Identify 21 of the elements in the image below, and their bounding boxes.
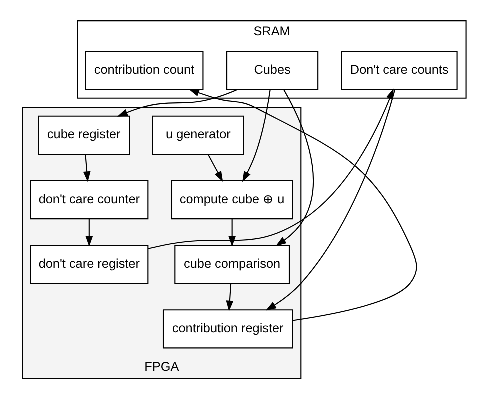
node-box: Cubes bbox=[226, 51, 319, 90]
arrow bbox=[242, 90, 271, 182]
node-box: cube register bbox=[38, 116, 130, 155]
arrow bbox=[276, 90, 314, 246]
node-box: don't care counter bbox=[30, 180, 149, 220]
node-box: contribution register bbox=[162, 310, 294, 349]
arrow bbox=[117, 90, 238, 117]
arrow bbox=[188, 89, 418, 322]
arrow bbox=[86, 219, 94, 247]
node-box: u generator bbox=[152, 116, 244, 155]
node-box: contribution count bbox=[85, 51, 204, 90]
arrow bbox=[148, 88, 394, 250]
node-box: cube comparison bbox=[174, 245, 290, 284]
node-box: Don't care counts bbox=[341, 51, 458, 90]
node-box: compute cube ⊕ u bbox=[171, 180, 294, 220]
arrow bbox=[228, 219, 236, 247]
arrow bbox=[208, 154, 224, 182]
arrow bbox=[226, 284, 234, 312]
arrow bbox=[83, 154, 91, 182]
node-box: don't care register bbox=[30, 245, 149, 284]
arrow bbox=[266, 90, 396, 311]
